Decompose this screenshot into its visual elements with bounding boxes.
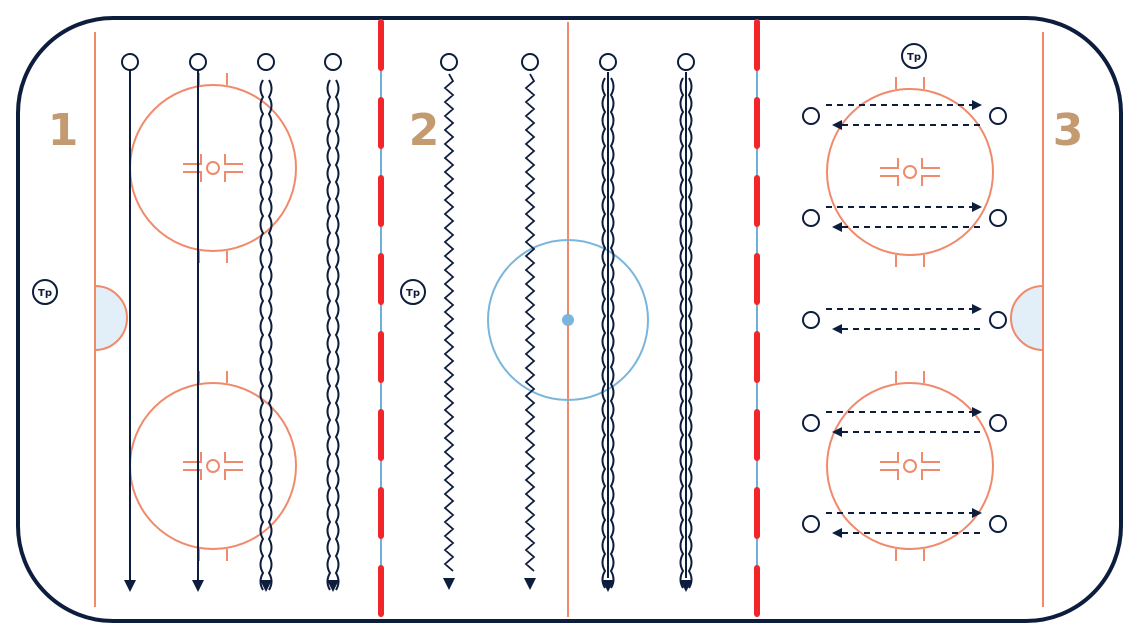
arrowhead: [192, 580, 204, 592]
player-marker: [989, 311, 1007, 329]
faceoff-dot: [206, 161, 220, 175]
faceoff-circle: [826, 371, 994, 561]
player-marker: [521, 53, 539, 71]
arrowhead: [972, 407, 982, 417]
arrowhead: [524, 578, 536, 590]
zone-number-3: 3: [1053, 105, 1084, 156]
player-marker: [989, 209, 1007, 227]
arrowhead: [832, 427, 842, 437]
faceoff-dot: [903, 165, 917, 179]
arrowhead: [832, 324, 842, 334]
player-marker: [121, 53, 139, 71]
crossover-path: [679, 77, 685, 589]
arrowhead: [260, 580, 272, 592]
zone-number-2: 2: [409, 105, 440, 156]
player-marker: [677, 53, 695, 71]
crossover-path: [267, 79, 273, 591]
arrowhead: [602, 580, 614, 592]
player-marker: [440, 53, 458, 71]
player-marker: [257, 53, 275, 71]
coach-marker-center: Tp: [400, 279, 426, 305]
player-marker: [324, 53, 342, 71]
faceoff-dot: [903, 459, 917, 473]
goal-crease-right: [1010, 284, 1044, 352]
arrowhead: [124, 580, 136, 592]
coach-marker-left: Tp: [32, 279, 58, 305]
player-marker: [989, 515, 1007, 533]
svg-text:Tp: Tp: [38, 288, 52, 299]
arrowhead: [443, 578, 455, 590]
arrowhead: [972, 202, 982, 212]
crossover-path: [687, 77, 693, 589]
crossover-path: [259, 79, 265, 591]
arrowhead: [972, 100, 982, 110]
player-marker: [802, 209, 820, 227]
arrowhead: [972, 304, 982, 314]
crossover-path: [609, 77, 615, 589]
center-circle: [487, 239, 649, 401]
player-marker: [989, 414, 1007, 432]
svg-text:Tp: Tp: [907, 52, 921, 63]
player-marker: [802, 311, 820, 329]
player-marker: [189, 53, 207, 71]
arrowhead: [832, 528, 842, 538]
faceoff-dot: [206, 459, 220, 473]
zigzag-path: [524, 73, 536, 572]
player-marker: [802, 107, 820, 125]
goal-crease-left: [94, 284, 128, 352]
coach-marker-right: Tp: [901, 43, 927, 69]
zone-number-1: 1: [48, 105, 79, 156]
player-marker: [599, 53, 617, 71]
drill-paths: [121, 53, 1007, 592]
svg-text:Tp: Tp: [406, 288, 420, 299]
arrowhead: [327, 580, 339, 592]
arrowhead: [680, 580, 692, 592]
arrowhead: [832, 120, 842, 130]
arrowhead: [972, 508, 982, 518]
crossover-path: [326, 79, 332, 591]
arrowhead: [832, 222, 842, 232]
faceoff-circle: [826, 77, 994, 267]
player-marker: [989, 107, 1007, 125]
zigzag-path: [443, 73, 455, 572]
center-dot: [562, 314, 574, 326]
player-marker: [802, 414, 820, 432]
crossover-path: [601, 77, 607, 589]
player-marker: [802, 515, 820, 533]
crossover-path: [334, 79, 340, 591]
